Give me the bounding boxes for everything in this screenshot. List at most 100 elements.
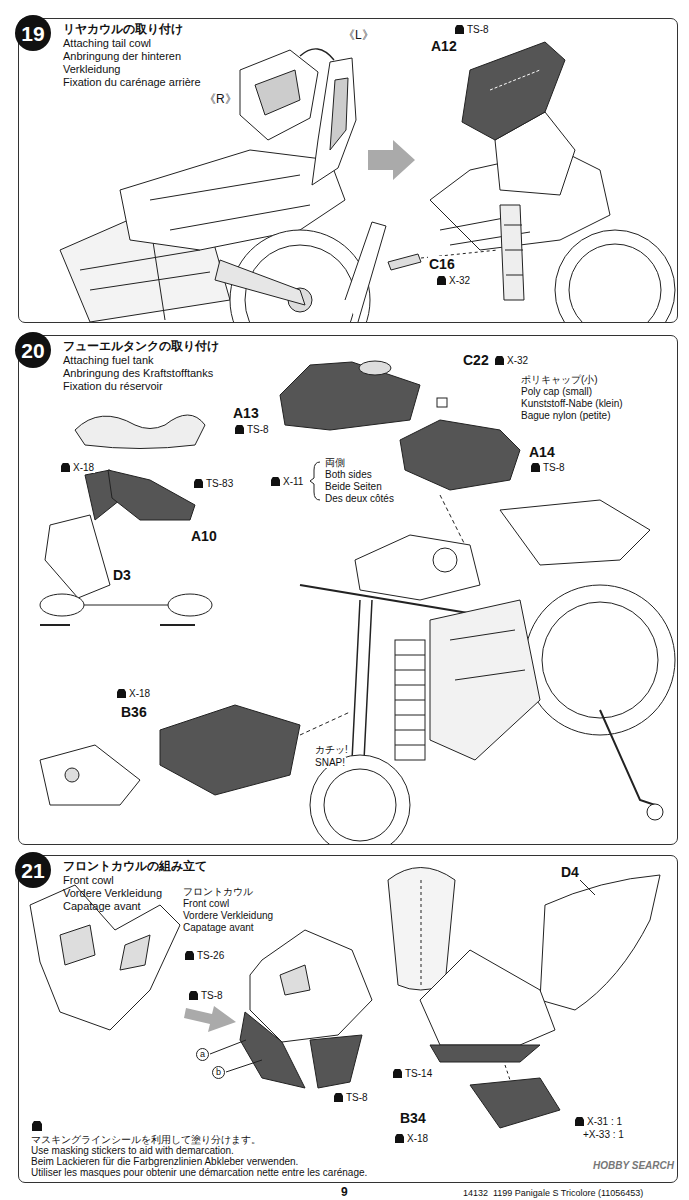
fuel-tank-illustration [300, 712, 350, 735]
paint-icon [437, 276, 446, 285]
fuel-tank-illustration [400, 420, 520, 490]
paint-icon [235, 425, 244, 434]
tail-cowl-illustration [490, 70, 540, 90]
fuel-tank-illustration [75, 415, 205, 449]
paint-code: TS-8 [466, 24, 490, 35]
front-cowl-illustration [30, 868, 660, 1129]
fuel-tank-illustration [542, 602, 658, 718]
page-number: 9 [340, 1186, 349, 1199]
paint-code: TS-8 [345, 1092, 369, 1103]
heading-text: Fixation du carénage arrière [63, 76, 241, 89]
tail-cowl-illustration [500, 205, 524, 300]
paint-icon [32, 25, 584, 1143]
side-marker: 《R》 [203, 92, 238, 106]
front-cowl-illustration [580, 880, 595, 895]
note-text: Poly cap (small) [520, 386, 593, 397]
part-number: C22 [462, 352, 490, 368]
paint-icon [117, 689, 126, 698]
footer-text: 1199 Panigale S Tricolore (11056453) [492, 1188, 644, 1198]
step-number: 19 [21, 23, 44, 44]
step-number-circle: 19 [15, 15, 51, 51]
footer-text: 14132 [462, 1188, 489, 1198]
step-heading: フューエルタンクの取り付けAttaching fuel tankAnbringu… [63, 339, 241, 393]
fuel-tank-illustration [310, 755, 410, 844]
fuel-tank-illustration [108, 470, 195, 520]
part-number: A12 [430, 38, 458, 54]
paint-icon [575, 1117, 584, 1126]
tail-cowl-illustration [60, 42, 675, 322]
fuel-tank-illustration [437, 398, 447, 407]
heading-text: フューエルタンクの取り付け [63, 339, 241, 354]
front-cowl-illustration [250, 930, 372, 1042]
front-cowl-illustration [421, 880, 422, 985]
front-cowl-illustration [310, 1035, 362, 1088]
paint-icon [185, 951, 194, 960]
step-number-circle: 20 [15, 332, 51, 368]
paint-code: +X-33 : 1 [582, 1129, 625, 1140]
note-text: Use masking stickers to aid with demarca… [30, 1145, 235, 1156]
fuel-tank-illustration [450, 630, 525, 680]
front-cowl-illustration [420, 950, 555, 1045]
fuel-tank-illustration [65, 768, 79, 782]
note-text: マスキングラインシールを利用して塗り分けます。 [30, 1134, 262, 1145]
step-number-circle: 21 [15, 852, 51, 888]
note-text: 両側 [324, 457, 346, 468]
paint-code: X-11 [282, 476, 304, 487]
front-cowl-illustration [240, 1012, 305, 1088]
paint-code: TS-14 [404, 1068, 433, 1079]
fuel-tank-illustration [160, 705, 300, 795]
note-text: フロントカウル [182, 886, 254, 897]
heading-text: リヤカウルの取り付け [63, 22, 241, 37]
note-text: Utiliser les masques pour obtenir une dé… [30, 1167, 368, 1178]
part-number: A10 [190, 528, 218, 544]
fuel-tank-illustration [45, 515, 110, 598]
tail-cowl-illustration [215, 260, 305, 305]
step-number: 20 [21, 340, 44, 361]
paint-code: TS-8 [246, 424, 270, 435]
side-marker: 《L》 [342, 28, 375, 42]
paint-icon [393, 1069, 402, 1078]
part-number: A14 [528, 444, 556, 460]
fuel-tank-illustration [310, 462, 320, 500]
front-cowl-illustration [184, 1006, 236, 1032]
fuel-tank-illustration [300, 585, 480, 615]
paint-icon [495, 356, 504, 365]
heading-text: Fixation du réservoir [63, 380, 241, 393]
note-text: Capatage avant [182, 922, 255, 933]
note-text: ポリキャップ(小) [520, 374, 599, 385]
fuel-tank-illustration [647, 804, 663, 820]
fuel-tank-illustration [359, 361, 391, 375]
paint-icon [61, 463, 70, 472]
part-number: B36 [120, 704, 148, 720]
fuel-tank-illustration [395, 655, 425, 745]
note-text: Kunststoff-Nabe (klein) [520, 398, 624, 409]
fuel-tank-illustration [40, 624, 195, 626]
front-cowl-illustration [540, 875, 660, 1010]
tail-cowl-illustration [388, 254, 421, 270]
tail-cowl-illustration [150, 175, 310, 230]
note-text: Front cowl [182, 898, 230, 909]
paint-icon [455, 25, 464, 34]
front-cowl-illustration [60, 925, 150, 970]
note-text: Bague nylon (petite) [520, 410, 612, 421]
part-number: A13 [232, 405, 260, 421]
heading-text: Anbringung der hinteren Verkleidung [63, 50, 241, 76]
part-number: B34 [399, 1110, 427, 1126]
front-cowl-illustration [280, 965, 310, 995]
fuel-tank-illustration [168, 594, 212, 616]
note-text: Vordere Verkleidung [182, 910, 274, 921]
part-number: D3 [112, 567, 132, 583]
paint-code: TS-8 [542, 462, 566, 473]
paint-code: X-32 [448, 275, 471, 286]
part-number: C16 [428, 256, 456, 272]
paint-code: X-18 [72, 462, 95, 473]
paint-icon [271, 477, 280, 486]
fuel-tank-illustration [355, 535, 480, 600]
fuel-tank-illustration [280, 362, 420, 430]
paint-icon [32, 1121, 42, 1131]
note-text: Beim Lackieren für die Farbgrenzlinien A… [30, 1156, 299, 1167]
paint-icon [194, 479, 203, 488]
